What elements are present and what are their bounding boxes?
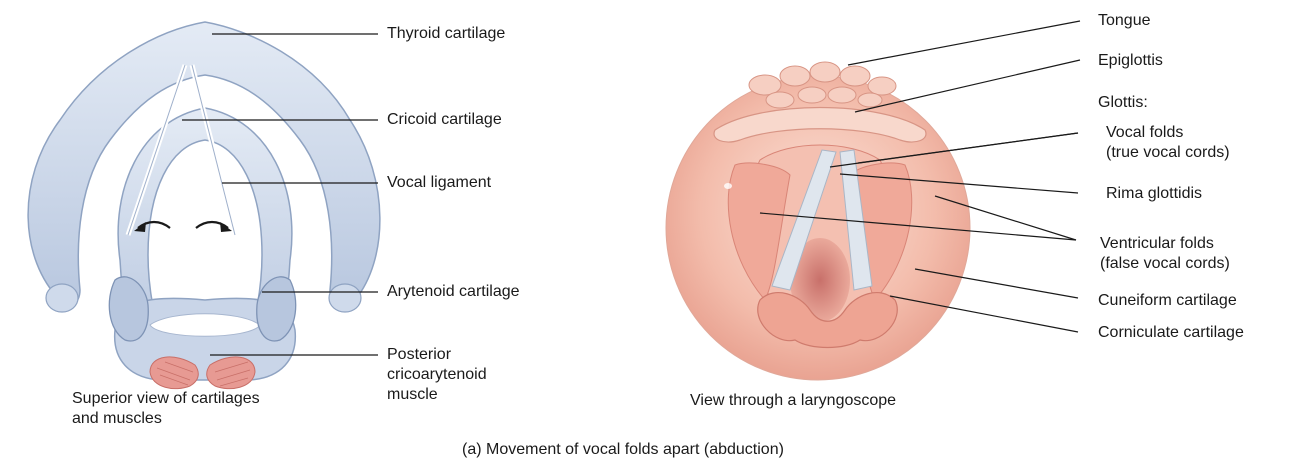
label-thyroid-cartilage: Thyroid cartilage — [387, 24, 505, 44]
label-cricoid-cartilage: Cricoid cartilage — [387, 110, 502, 130]
laryngoscope-view — [666, 62, 970, 380]
cartilage-superior-view — [28, 22, 380, 389]
figure-caption: (a) Movement of vocal folds apart (abduc… — [462, 440, 784, 460]
label-epiglottis: Epiglottis — [1098, 51, 1163, 71]
label-vocal-ligament: Vocal ligament — [387, 173, 491, 193]
thyroid-horn-left — [46, 284, 78, 312]
label-corniculate-cartilage: Corniculate cartilage — [1098, 323, 1244, 343]
thyroid-horn-right — [329, 284, 361, 312]
label-cuneiform-cartilage: Cuneiform cartilage — [1098, 291, 1237, 311]
label-vocal-folds: Vocal folds (true vocal cords) — [1106, 123, 1230, 163]
caption-superior-view: Superior view of cartilages and muscles — [72, 389, 260, 429]
label-arytenoid-cartilage: Arytenoid cartilage — [387, 282, 520, 302]
label-ventricular-folds: Ventricular folds (false vocal cords) — [1100, 234, 1230, 274]
label-rima-glottidis: Rima glottidis — [1106, 184, 1202, 204]
label-tongue: Tongue — [1098, 11, 1151, 31]
caption-laryngoscope-view: View through a laryngoscope — [690, 391, 896, 411]
label-glottis: Glottis: — [1098, 93, 1148, 113]
thyroid-cartilage-shape — [28, 22, 380, 305]
label-posterior-cricoarytenoid-muscle: Posterior cricoarytenoid muscle — [387, 345, 487, 405]
